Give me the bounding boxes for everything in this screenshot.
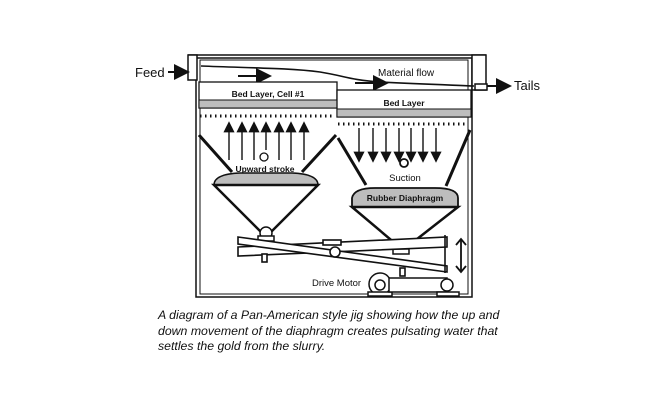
vertical-motion-arrow <box>455 237 467 274</box>
rubber-diaphragm-label: Rubber Diaphragm <box>367 193 444 203</box>
rubber-diaphragm <box>351 187 459 208</box>
tank-inner-frame <box>199 59 469 295</box>
drive-motor <box>367 272 460 297</box>
bed-layer-cell1-screen <box>198 99 338 109</box>
caption-line: A diagram of a Pan-American style jig sh… <box>158 308 500 322</box>
suction-label: Suction <box>389 173 421 184</box>
right-cone <box>348 205 462 252</box>
material-flow-curve <box>200 65 475 87</box>
feed-inlet <box>187 54 198 81</box>
tails-label: Tails <box>514 78 541 93</box>
rocker-beams <box>237 235 448 277</box>
drive-motor-label: Drive Motor <box>312 278 361 289</box>
water-bubble <box>259 152 269 162</box>
feed-label: Feed <box>135 65 165 80</box>
caption-line: settles the gold from the slurry. <box>158 339 326 353</box>
tails-outlet <box>474 83 488 91</box>
bed-layer-cell2-screen <box>336 108 472 118</box>
tank-outer-frame <box>195 57 473 298</box>
upward-arrows <box>223 121 310 160</box>
bed-layer-cell1-label: Bed Layer, Cell #1 <box>232 89 305 99</box>
left-diaphragm <box>213 172 319 186</box>
left-hopper <box>197 133 338 174</box>
material-flow-label: Material flow <box>378 68 435 79</box>
caption-line: down movement of the diaphragm creates p… <box>158 323 498 338</box>
downward-arrows <box>353 128 442 163</box>
right-hopper <box>336 129 472 187</box>
left-cone <box>210 183 322 239</box>
bed-layer-label: Bed Layer <box>383 98 425 108</box>
upward-stroke-label: Upward stroke <box>235 164 294 174</box>
water-bubble <box>399 158 409 168</box>
figure-caption: A diagram of a Pan-American style jig sh… <box>158 308 578 355</box>
